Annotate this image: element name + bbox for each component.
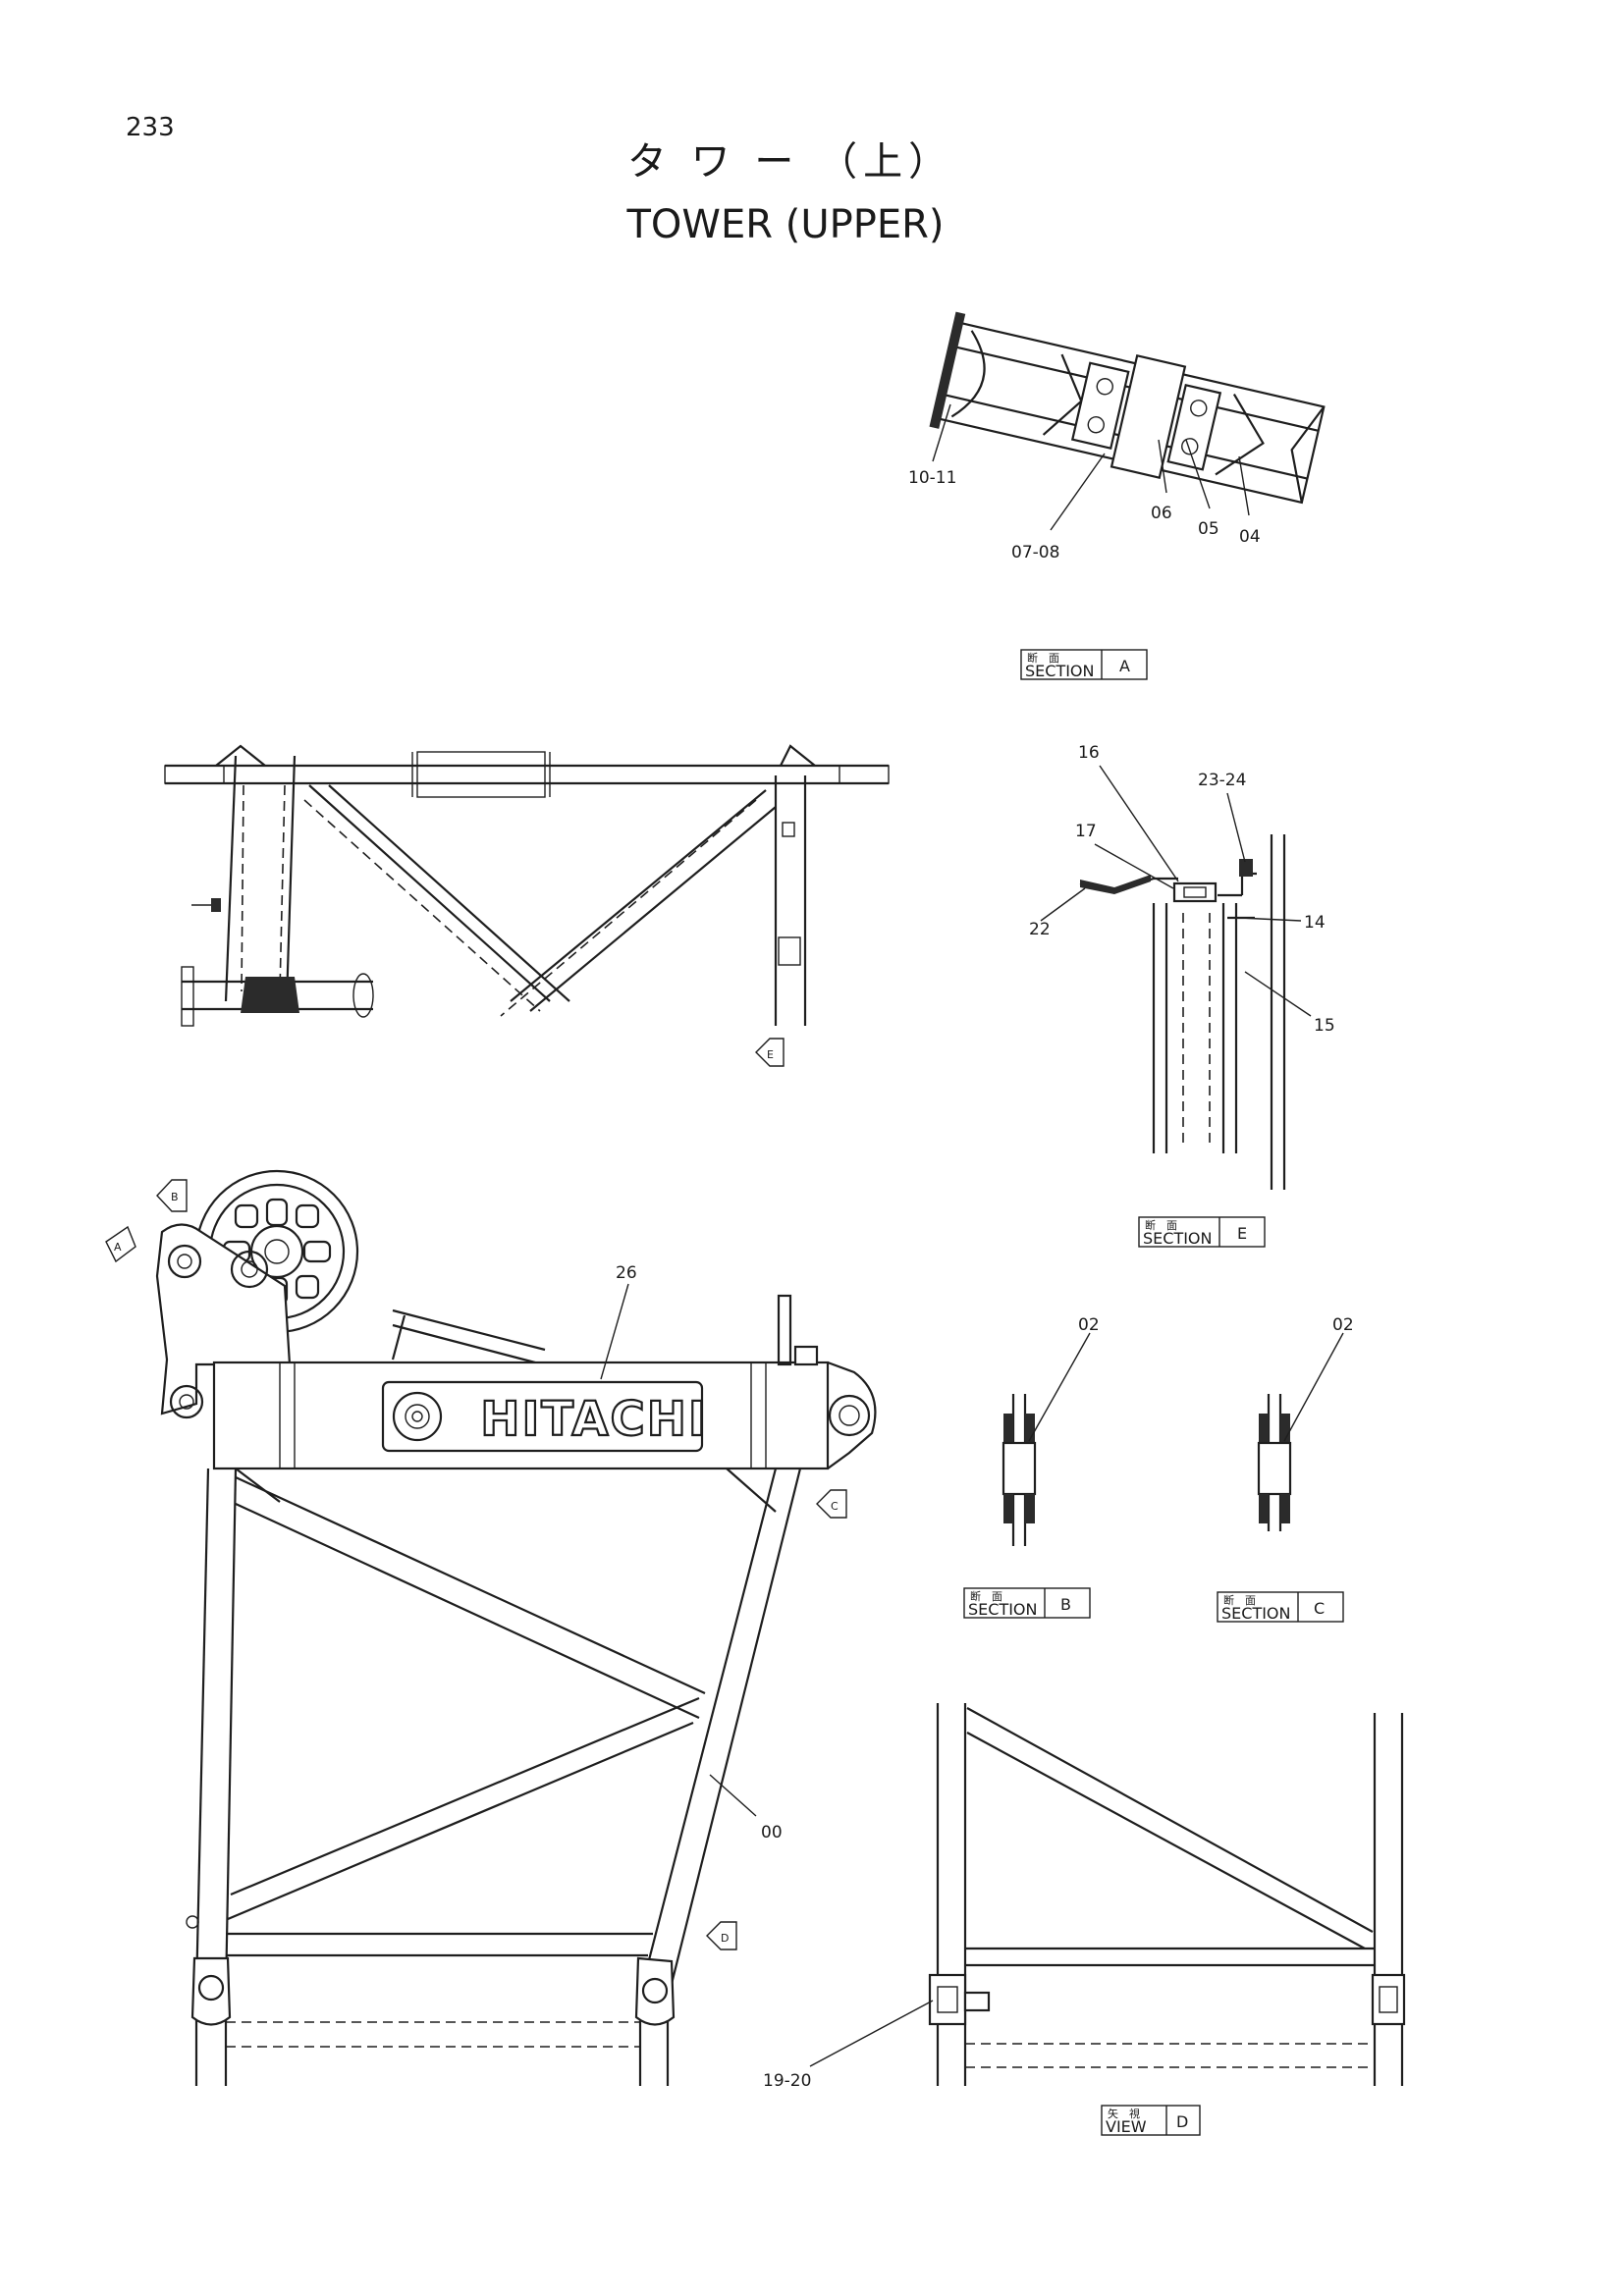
callout-10-11: 10-11 [908,468,956,488]
view-marker-b: B [156,1179,188,1212]
svg-text:断 面: 断 面 [1027,651,1059,665]
view-d-drawing [809,1703,1406,2086]
page-number: 233 [126,113,175,142]
svg-text:C: C [831,1500,839,1513]
section-c-drawing [1257,1332,1344,1531]
view-marker-a: A [105,1225,136,1263]
page-title-jp: タ ワ ー （上） [627,139,953,185]
svg-text:断 面: 断 面 [970,1589,1002,1603]
callout-00: 00 [761,1823,783,1842]
svg-text:D: D [721,1932,729,1945]
callout-05: 05 [1198,519,1219,539]
section-e-drawing [1079,834,1286,1190]
section-a-drawing [929,311,1326,505]
svg-text:断 面: 断 面 [1223,1593,1256,1607]
svg-text:E: E [1237,1224,1247,1243]
section-c-label: 断 面 SECTION C [1217,1591,1344,1623]
callout-15: 15 [1314,1016,1335,1036]
section-b-drawing [1001,1332,1091,1546]
tower-main-leaders [600,1283,757,1817]
section-e-label: 断 面 SECTION E [1138,1216,1266,1248]
svg-text:断 面: 断 面 [1145,1218,1177,1232]
view-marker-c: C [816,1489,847,1519]
svg-text:A: A [1119,657,1130,675]
callout-06: 06 [1151,504,1172,523]
svg-text:VIEW: VIEW [1106,2117,1147,2136]
callout-26: 26 [616,1263,637,1283]
callout-04: 04 [1239,527,1261,547]
svg-text:矢 視: 矢 視 [1108,2107,1140,2120]
callout-16: 16 [1078,743,1100,763]
section-e-leaders [1040,765,1312,1017]
tower-top-view [164,744,890,1027]
tower-main-drawing: HITACHI [155,1169,877,2086]
svg-text:B: B [1060,1595,1071,1614]
svg-text:C: C [1314,1599,1325,1618]
svg-text:SECTION: SECTION [1143,1229,1213,1248]
svg-text:D: D [1176,2112,1188,2131]
view-d-label: 矢 視 VIEW D [1101,2105,1201,2136]
page-title-en: TOWER (UPPER) [625,202,944,247]
callout-22: 22 [1029,920,1051,939]
svg-text:SECTION: SECTION [968,1600,1038,1619]
svg-text:SECTION: SECTION [1221,1604,1291,1623]
svg-text:E: E [767,1048,774,1061]
view-marker-d: D [706,1921,737,1950]
callout-07-08: 07-08 [1011,543,1059,562]
callout-19-20: 19-20 [763,2071,811,2091]
svg-text:SECTION: SECTION [1025,662,1095,680]
callout-02-section-b: 02 [1078,1315,1100,1335]
hitachi-logo-text: HITACHI [480,1392,707,1447]
view-marker-e: E [755,1038,785,1067]
section-b-label: 断 面 SECTION B [963,1587,1091,1619]
callout-23-24: 23-24 [1198,771,1246,790]
callout-17: 17 [1075,822,1097,841]
svg-text:A: A [114,1241,122,1254]
svg-text:B: B [171,1191,179,1203]
section-a-label: 断 面 SECTION A [1020,649,1148,680]
callout-14: 14 [1304,913,1326,933]
section-a-leaders [932,403,1250,531]
callout-02-section-c: 02 [1332,1315,1354,1335]
